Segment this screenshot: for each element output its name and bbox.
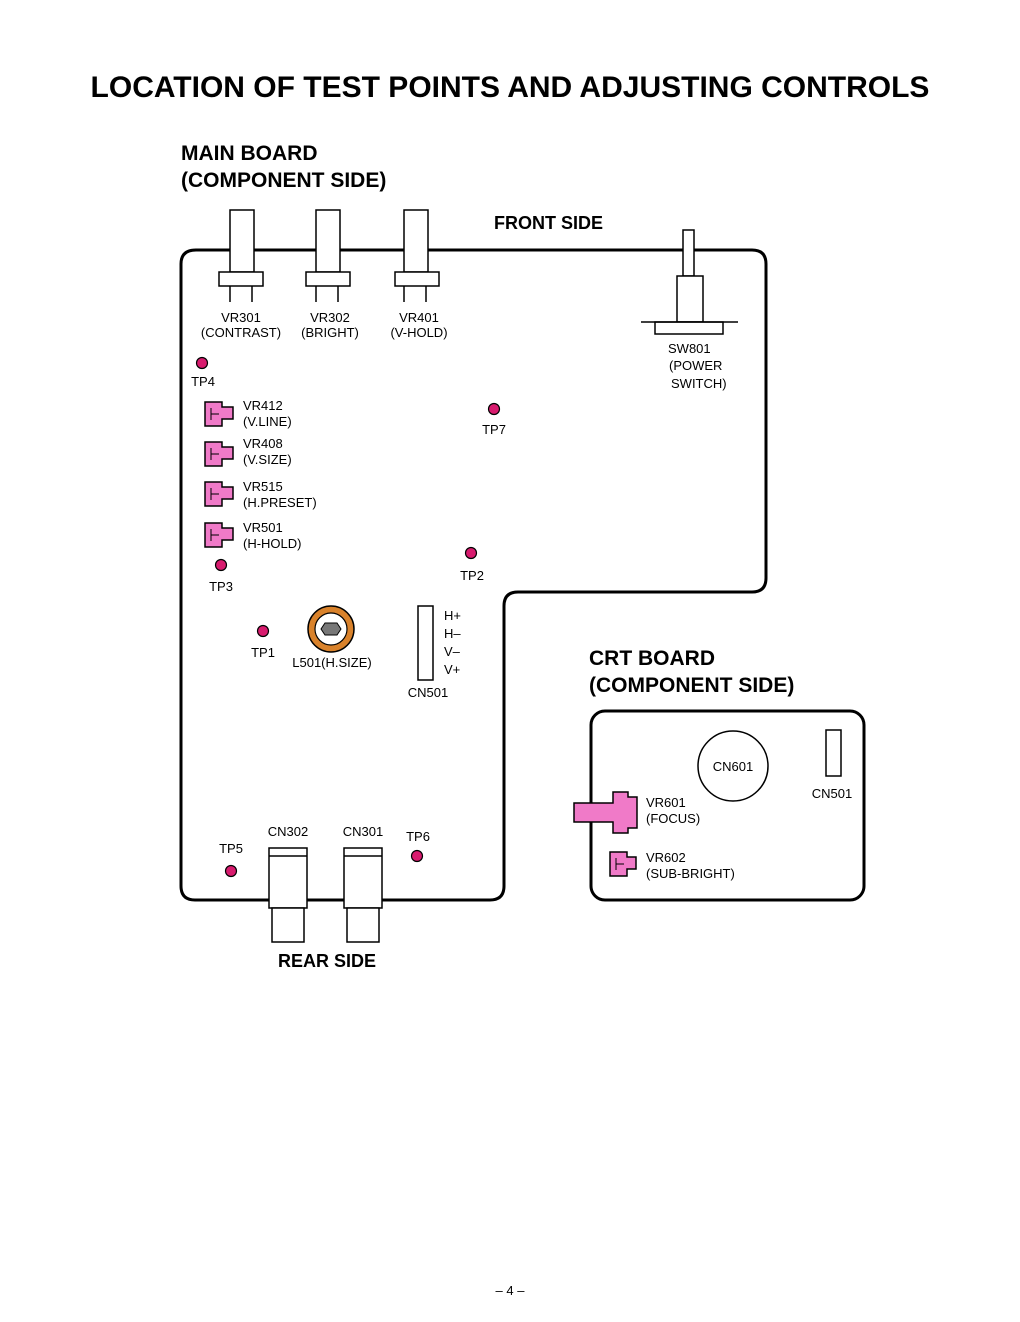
crt-board-subheading: (COMPONENT SIDE) bbox=[589, 674, 794, 697]
page-number: – 4 – bbox=[496, 1283, 526, 1298]
cn501-label: CN501 bbox=[408, 685, 448, 700]
main-board-heading: MAIN BOARD bbox=[181, 142, 318, 165]
cn601-label: CN601 bbox=[713, 759, 753, 774]
sw801-switch bbox=[641, 229, 738, 335]
cn501-pin-2: H– bbox=[444, 626, 461, 641]
vr501-trimmer bbox=[204, 522, 234, 548]
vr515-function: (H.PRESET) bbox=[243, 495, 317, 510]
vr601-function: (FOCUS) bbox=[646, 811, 700, 826]
vr412-trimmer bbox=[204, 401, 234, 427]
sw801-label: SW801 bbox=[668, 341, 711, 356]
sw801-function-2: SWITCH) bbox=[671, 376, 727, 391]
vr602-label: VR602 bbox=[646, 850, 686, 865]
vr301-pot bbox=[218, 209, 264, 302]
vr302-function: (BRIGHT) bbox=[301, 325, 359, 340]
vr515-label: VR515 bbox=[243, 479, 283, 494]
cn302-connector bbox=[268, 847, 308, 943]
cn501-pin-1: H+ bbox=[444, 608, 461, 623]
tp3-label: TP3 bbox=[209, 579, 233, 594]
cn301-label: CN301 bbox=[343, 824, 383, 839]
main-board-subheading: (COMPONENT SIDE) bbox=[181, 169, 386, 192]
tp6-test-point bbox=[410, 849, 424, 863]
vr501-label: VR501 bbox=[243, 520, 283, 535]
vr601-label: VR601 bbox=[646, 795, 686, 810]
vr301-label: VR301 bbox=[221, 310, 261, 325]
tp1-label: TP1 bbox=[251, 645, 275, 660]
vr401-function: (V-HOLD) bbox=[390, 325, 447, 340]
tp6-label: TP6 bbox=[406, 829, 430, 844]
cn601-socket bbox=[697, 730, 769, 802]
vr401-pot bbox=[394, 209, 440, 302]
tp5-label: TP5 bbox=[219, 841, 243, 856]
vr302-pot bbox=[305, 209, 351, 302]
cn302-label: CN302 bbox=[268, 824, 308, 839]
cn301-connector bbox=[343, 847, 383, 943]
vr412-function: (V.LINE) bbox=[243, 414, 292, 429]
l501-label: L501(H.SIZE) bbox=[292, 655, 371, 670]
tp7-test-point bbox=[487, 402, 501, 416]
vr515-trimmer bbox=[204, 481, 234, 507]
vr408-label: VR408 bbox=[243, 436, 283, 451]
vr408-function: (V.SIZE) bbox=[243, 452, 292, 467]
vr401-label: VR401 bbox=[399, 310, 439, 325]
vr408-trimmer bbox=[204, 441, 234, 467]
vr601-focus-control bbox=[573, 791, 638, 834]
page-title: LOCATION OF TEST POINTS AND ADJUSTING CO… bbox=[91, 71, 930, 104]
tp4-test-point bbox=[195, 356, 209, 370]
tp3-test-point bbox=[214, 558, 228, 572]
sw801-function-1: (POWER bbox=[669, 358, 722, 373]
rear-side-label: REAR SIDE bbox=[278, 951, 376, 971]
tp1-test-point bbox=[256, 624, 270, 638]
cn501-pin-3: V– bbox=[444, 644, 461, 659]
l501-coil bbox=[307, 605, 355, 653]
vr602-trimmer bbox=[609, 851, 637, 877]
tp2-label: TP2 bbox=[460, 568, 484, 583]
vr301-function: (CONTRAST) bbox=[201, 325, 281, 340]
tp7-label: TP7 bbox=[482, 422, 506, 437]
vr412-label: VR412 bbox=[243, 398, 283, 413]
crt-cn501-label: CN501 bbox=[812, 786, 852, 801]
cn501-connector bbox=[417, 605, 434, 681]
crt-cn501-connector bbox=[825, 729, 842, 777]
tp5-test-point bbox=[224, 864, 238, 878]
main-board-outline bbox=[179, 248, 768, 902]
front-side-label: FRONT SIDE bbox=[494, 213, 603, 233]
tp4-label: TP4 bbox=[191, 374, 215, 389]
tp2-test-point bbox=[464, 546, 478, 560]
cn501-pin-4: V+ bbox=[444, 662, 460, 677]
vr501-function: (H-HOLD) bbox=[243, 536, 302, 551]
crt-board-heading: CRT BOARD bbox=[589, 647, 715, 670]
vr602-function: (SUB-BRIGHT) bbox=[646, 866, 735, 881]
vr302-label: VR302 bbox=[310, 310, 350, 325]
